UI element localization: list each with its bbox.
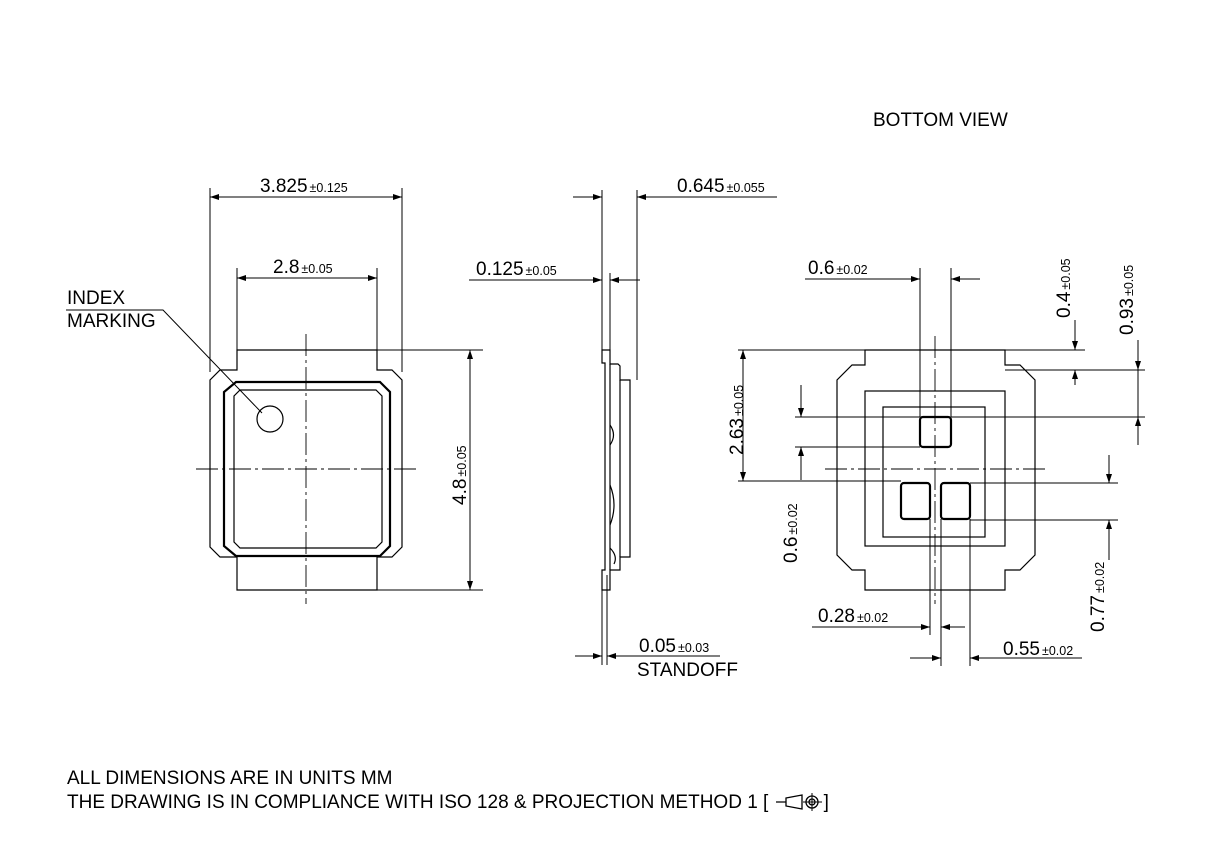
side-view-outline	[601, 349, 631, 591]
note-compliance-text: THE DRAWING IS IN COMPLIANCE WITH ISO 12…	[67, 792, 769, 813]
dim-pad-pitch-x: 0.6±0.02	[808, 258, 868, 279]
dim-pad-width: 0.55±0.02	[1003, 639, 1073, 660]
top-view-lens-inner	[233, 389, 383, 549]
dim-thickness: 0.645±0.055	[677, 176, 765, 197]
note-units: ALL DIMENSIONS ARE IN UNITS MM	[67, 768, 393, 789]
dim-width-total: 3.825±0.125	[260, 176, 348, 197]
note-compliance: THE DRAWING IS IN COMPLIANCE WITH ISO 12…	[67, 792, 829, 818]
dim-pad-height-lower: 0.77±0.02	[1088, 562, 1109, 632]
dim-lead-thickness: 0.125±0.05	[476, 259, 557, 280]
bottom-view	[738, 268, 1145, 666]
top-view-lens-frame	[222, 380, 392, 558]
dim-pad-center-y: 2.63±0.05	[727, 385, 748, 455]
index-label-line1: INDEX	[67, 288, 125, 309]
standoff-label: STANDOFF	[637, 660, 738, 681]
index-mark-circle	[256, 405, 284, 433]
pad-top	[918, 415, 953, 449]
dim-pad-gap: 0.28±0.02	[818, 606, 888, 627]
dimension-labels: 3.825±0.125 2.8±0.05 INDEX MARKING 4.8±0…	[67, 176, 1138, 681]
pad-bottom-left	[899, 481, 932, 521]
bottom-view-title: BOTTOM VIEW	[873, 110, 1008, 131]
dim-width-inner: 2.8±0.05	[273, 257, 333, 278]
bottom-view-outline	[836, 349, 1036, 591]
dim-height-total: 4.8±0.05	[450, 445, 471, 505]
bottom-view-frame-inner	[882, 406, 986, 538]
top-view	[66, 188, 483, 604]
note-compliance-end: ]	[823, 792, 829, 813]
side-view	[469, 190, 777, 665]
dim-pad-top-edge: 0.93±0.05	[1117, 265, 1138, 335]
first-angle-projection-icon	[774, 792, 824, 818]
dim-standoff: 0.05±0.03	[639, 636, 709, 657]
dim-pad-height-y: 0.6±0.02	[781, 503, 802, 563]
index-label-line2: MARKING	[67, 311, 156, 332]
dim-pad-offset-top: 0.4±0.05	[1054, 258, 1075, 318]
pad-bottom-right	[939, 481, 972, 521]
